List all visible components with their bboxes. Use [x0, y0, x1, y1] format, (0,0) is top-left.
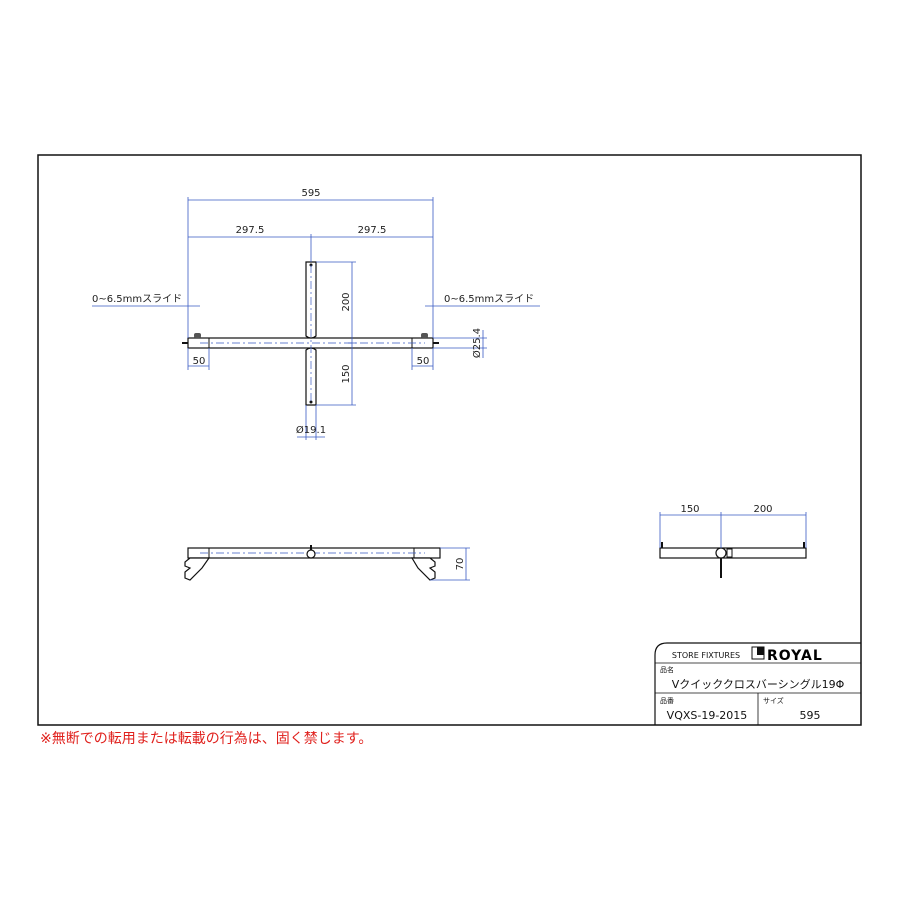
name-label: 品名 — [660, 665, 674, 674]
side-view: 70 — [184, 545, 470, 581]
size-label: サイズ — [763, 696, 784, 705]
company-tagline: STORE FIXTURES — [672, 651, 740, 660]
copyright-notice: ※無断での転用または転載の行為は、固く禁じます。 — [40, 731, 372, 747]
dim-half-right: 297.5 — [358, 225, 387, 236]
product-name: Vクイッククロスバーシングル19Φ — [672, 677, 845, 691]
dim-end-right: 50 — [417, 356, 430, 367]
title-block: STORE FIXTURES ROYAL 品名 Vクイッククロスバーシングル19… — [654, 642, 861, 725]
slide-right-label: 0~6.5mmスライド — [444, 293, 534, 305]
slide-left-label: 0~6.5mmスライド — [92, 293, 182, 305]
drawing-frame — [37, 154, 862, 726]
dim-main-diameter: Ø25.4 — [471, 328, 483, 358]
dim-side-height: 70 — [455, 558, 466, 571]
end-view: 150 200 — [659, 504, 807, 578]
dim-half-left: 297.5 — [236, 225, 265, 236]
left-knob-icon — [194, 333, 201, 338]
dim-upper-arm: 200 — [341, 292, 352, 311]
left-bracket — [184, 557, 211, 581]
dim-cross-diameter: Ø19.1 — [296, 424, 326, 436]
right-knob-icon — [421, 333, 428, 338]
product-code: VQXS-19-2015 — [667, 709, 748, 722]
dim-lower-arm: 150 — [341, 364, 352, 383]
top-view: 595 297.5 297.5 0~6.5mmスライド 0~6.5mmスライド … — [92, 188, 540, 440]
lower-arm — [305, 347, 317, 406]
right-bracket — [410, 557, 436, 581]
code-label: 品番 — [660, 697, 674, 705]
brand-logo: ROYAL — [767, 648, 823, 664]
dim-overall: 595 — [301, 188, 320, 199]
dim-end-view-right: 200 — [753, 504, 772, 515]
product-size: 595 — [800, 709, 821, 722]
dim-end-left: 50 — [193, 356, 206, 367]
dim-end-view-left: 150 — [680, 504, 699, 515]
